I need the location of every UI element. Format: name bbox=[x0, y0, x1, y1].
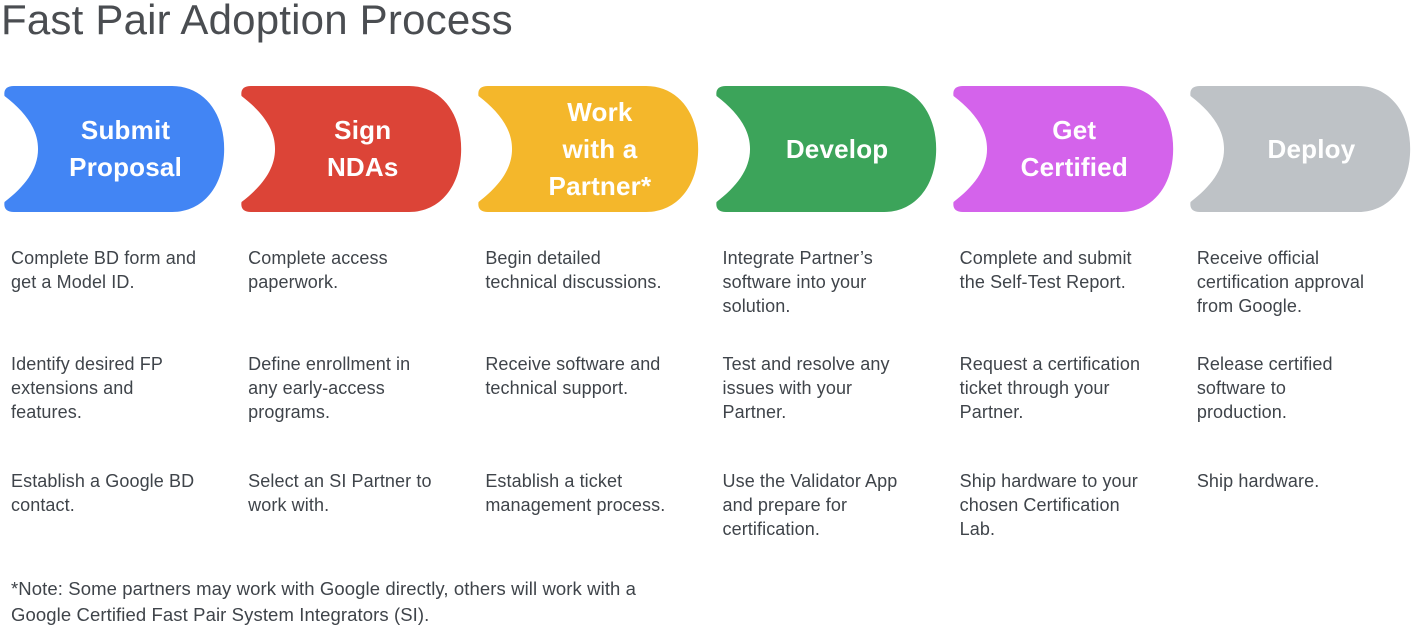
step-sign-ndas: Sign NDAs bbox=[237, 86, 474, 212]
step-shape bbox=[478, 86, 699, 212]
step-shape bbox=[241, 86, 462, 212]
step-detail-submit-3: Establish a Google BD contact. bbox=[11, 471, 195, 515]
step-submit-proposal: Submit Proposal bbox=[0, 86, 237, 212]
step-work-with-partner: Work with a Partner* bbox=[474, 86, 711, 212]
step-shape bbox=[715, 86, 936, 212]
step-detail-partner-1: Begin detailed technical discussions. bbox=[485, 248, 662, 292]
process-steps-band: Submit Proposal Sign NDAs Work with a Pa… bbox=[0, 86, 1423, 212]
page-title: Fast Pair Adoption Process bbox=[1, 0, 513, 43]
step-detail-develop-1: Integrate Partner’s software into your s… bbox=[722, 248, 873, 316]
step-shape-path bbox=[478, 86, 699, 212]
step-shape-path bbox=[715, 86, 936, 212]
step-shape bbox=[953, 86, 1173, 212]
step-detail-submit-1: Complete BD form and get a Model ID. bbox=[11, 248, 197, 292]
step-detail-certified-3: Ship hardware to your chosen Certificati… bbox=[959, 471, 1138, 539]
step-label: Deploy bbox=[1267, 133, 1356, 164]
step-details-grid: Complete BD form and get a Model ID. Com… bbox=[0, 246, 1423, 541]
step-label: Sign NDAs bbox=[326, 115, 399, 182]
step-shape-path bbox=[1190, 86, 1411, 212]
step-detail-certified-2: Request a certification ticket through y… bbox=[959, 354, 1141, 422]
step-shape-path bbox=[241, 86, 462, 212]
step-detail-partner-2: Receive software and technical support. bbox=[485, 354, 661, 398]
step-shape bbox=[4, 86, 225, 212]
step-detail-deploy-3: Ship hardware. bbox=[1196, 471, 1320, 491]
step-shape bbox=[1190, 86, 1411, 212]
step-detail-develop-3: Use the Validator App and prepare for ce… bbox=[722, 471, 898, 539]
footnote: *Note: Some partners may work with Googl… bbox=[11, 578, 637, 625]
step-label: Get Certified bbox=[1020, 115, 1128, 182]
step-detail-partner-3: Establish a ticket management process. bbox=[485, 471, 666, 515]
step-develop: Develop bbox=[712, 86, 949, 212]
step-detail-ndas-1: Complete access paperwork. bbox=[248, 248, 388, 292]
step-detail-ndas-3: Select an SI Partner to work with. bbox=[248, 471, 432, 515]
step-label: Develop bbox=[785, 133, 889, 164]
step-detail-ndas-2: Define enrollment in any early-access pr… bbox=[248, 354, 411, 422]
step-detail-deploy-2: Release certified software to production… bbox=[1196, 354, 1333, 422]
step-detail-certified-1: Complete and submit the Self-Test Report… bbox=[959, 248, 1132, 292]
step-deploy: Deploy bbox=[1186, 86, 1423, 212]
step-get-certified: Get Certified bbox=[949, 86, 1186, 212]
step-label: Submit Proposal bbox=[69, 115, 183, 182]
step-detail-submit-2: Identify desired FP extensions and featu… bbox=[11, 354, 163, 422]
step-detail-develop-2: Test and resolve any issues with your Pa… bbox=[722, 354, 890, 422]
step-shape-path bbox=[953, 86, 1173, 212]
step-shape-path bbox=[4, 86, 225, 212]
step-detail-deploy-1: Receive official certification approval … bbox=[1196, 248, 1365, 316]
step-label: Work with a Partner* bbox=[548, 96, 652, 201]
